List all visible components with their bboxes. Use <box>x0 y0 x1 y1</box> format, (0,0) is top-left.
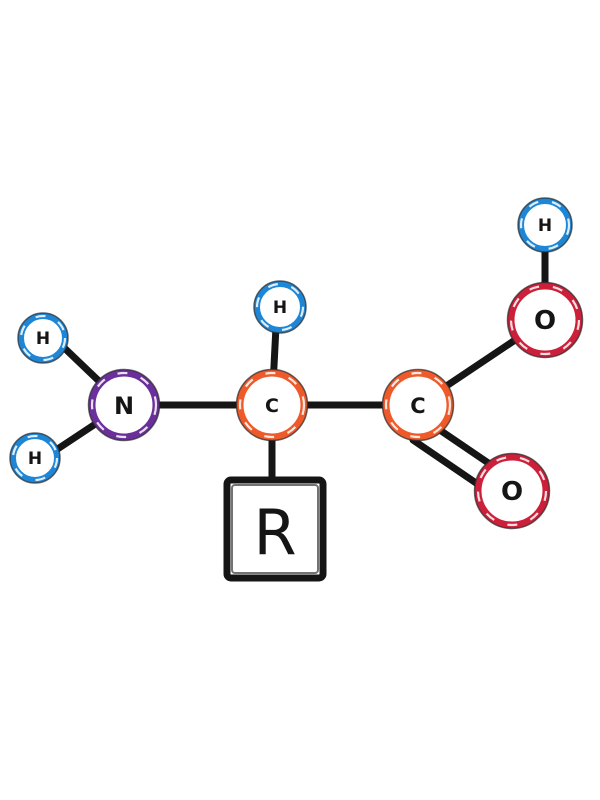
atom-ring-edge <box>517 197 573 253</box>
atom-h-alpha: H <box>253 280 307 334</box>
atom-ring-edge <box>235 368 309 442</box>
atoms: H H N H C C O H O <box>9 197 584 530</box>
atom-ring-highlight <box>255 282 305 332</box>
atom-ring-highlight <box>384 371 452 439</box>
atom-ring-edge <box>506 281 584 359</box>
atom-ring-edge <box>87 368 161 442</box>
atom-label: N <box>114 392 134 420</box>
bonds <box>40 224 549 502</box>
atom-label: H <box>538 216 552 236</box>
atom-ring-highlight <box>519 199 571 251</box>
atom-ring-highlight <box>19 314 67 362</box>
r-group-box <box>223 476 327 582</box>
atom-label: C <box>265 395 279 417</box>
atom-ring-highlight <box>238 371 306 439</box>
atom-label: H <box>36 329 50 349</box>
atom-h-amine-top: H <box>17 312 69 364</box>
atom-label: C <box>410 394 425 418</box>
atom-label: H <box>28 449 42 469</box>
r-group-box-outline <box>231 484 319 574</box>
atom-o-carbonyl: O <box>473 452 551 530</box>
atom-label: O <box>501 477 523 507</box>
atom-ring-edge <box>17 312 69 364</box>
atom-h-hydroxyl: H <box>517 197 573 253</box>
atom-ring-edge <box>253 280 307 334</box>
atom-ring-highlight <box>11 434 59 482</box>
atom-c-carboxyl: C <box>381 368 455 442</box>
atom-o-hydroxyl: O <box>506 281 584 359</box>
side-chain-r-group: R <box>223 476 327 582</box>
atom-label: H <box>273 298 287 318</box>
atom-ring-edge <box>9 432 61 484</box>
r-group-label: R <box>253 497 296 570</box>
atom-ring-edge <box>473 452 551 530</box>
atom-c-alpha: C <box>235 368 309 442</box>
atom-ring-edge <box>381 368 455 442</box>
atom-ring-highlight <box>509 284 581 356</box>
atom-label: O <box>534 306 556 336</box>
atom-ring-highlight <box>476 455 548 527</box>
atom-h-amine-bottom: H <box>9 432 61 484</box>
atom-ring-highlight <box>90 371 158 439</box>
atom-n: N <box>87 368 161 442</box>
